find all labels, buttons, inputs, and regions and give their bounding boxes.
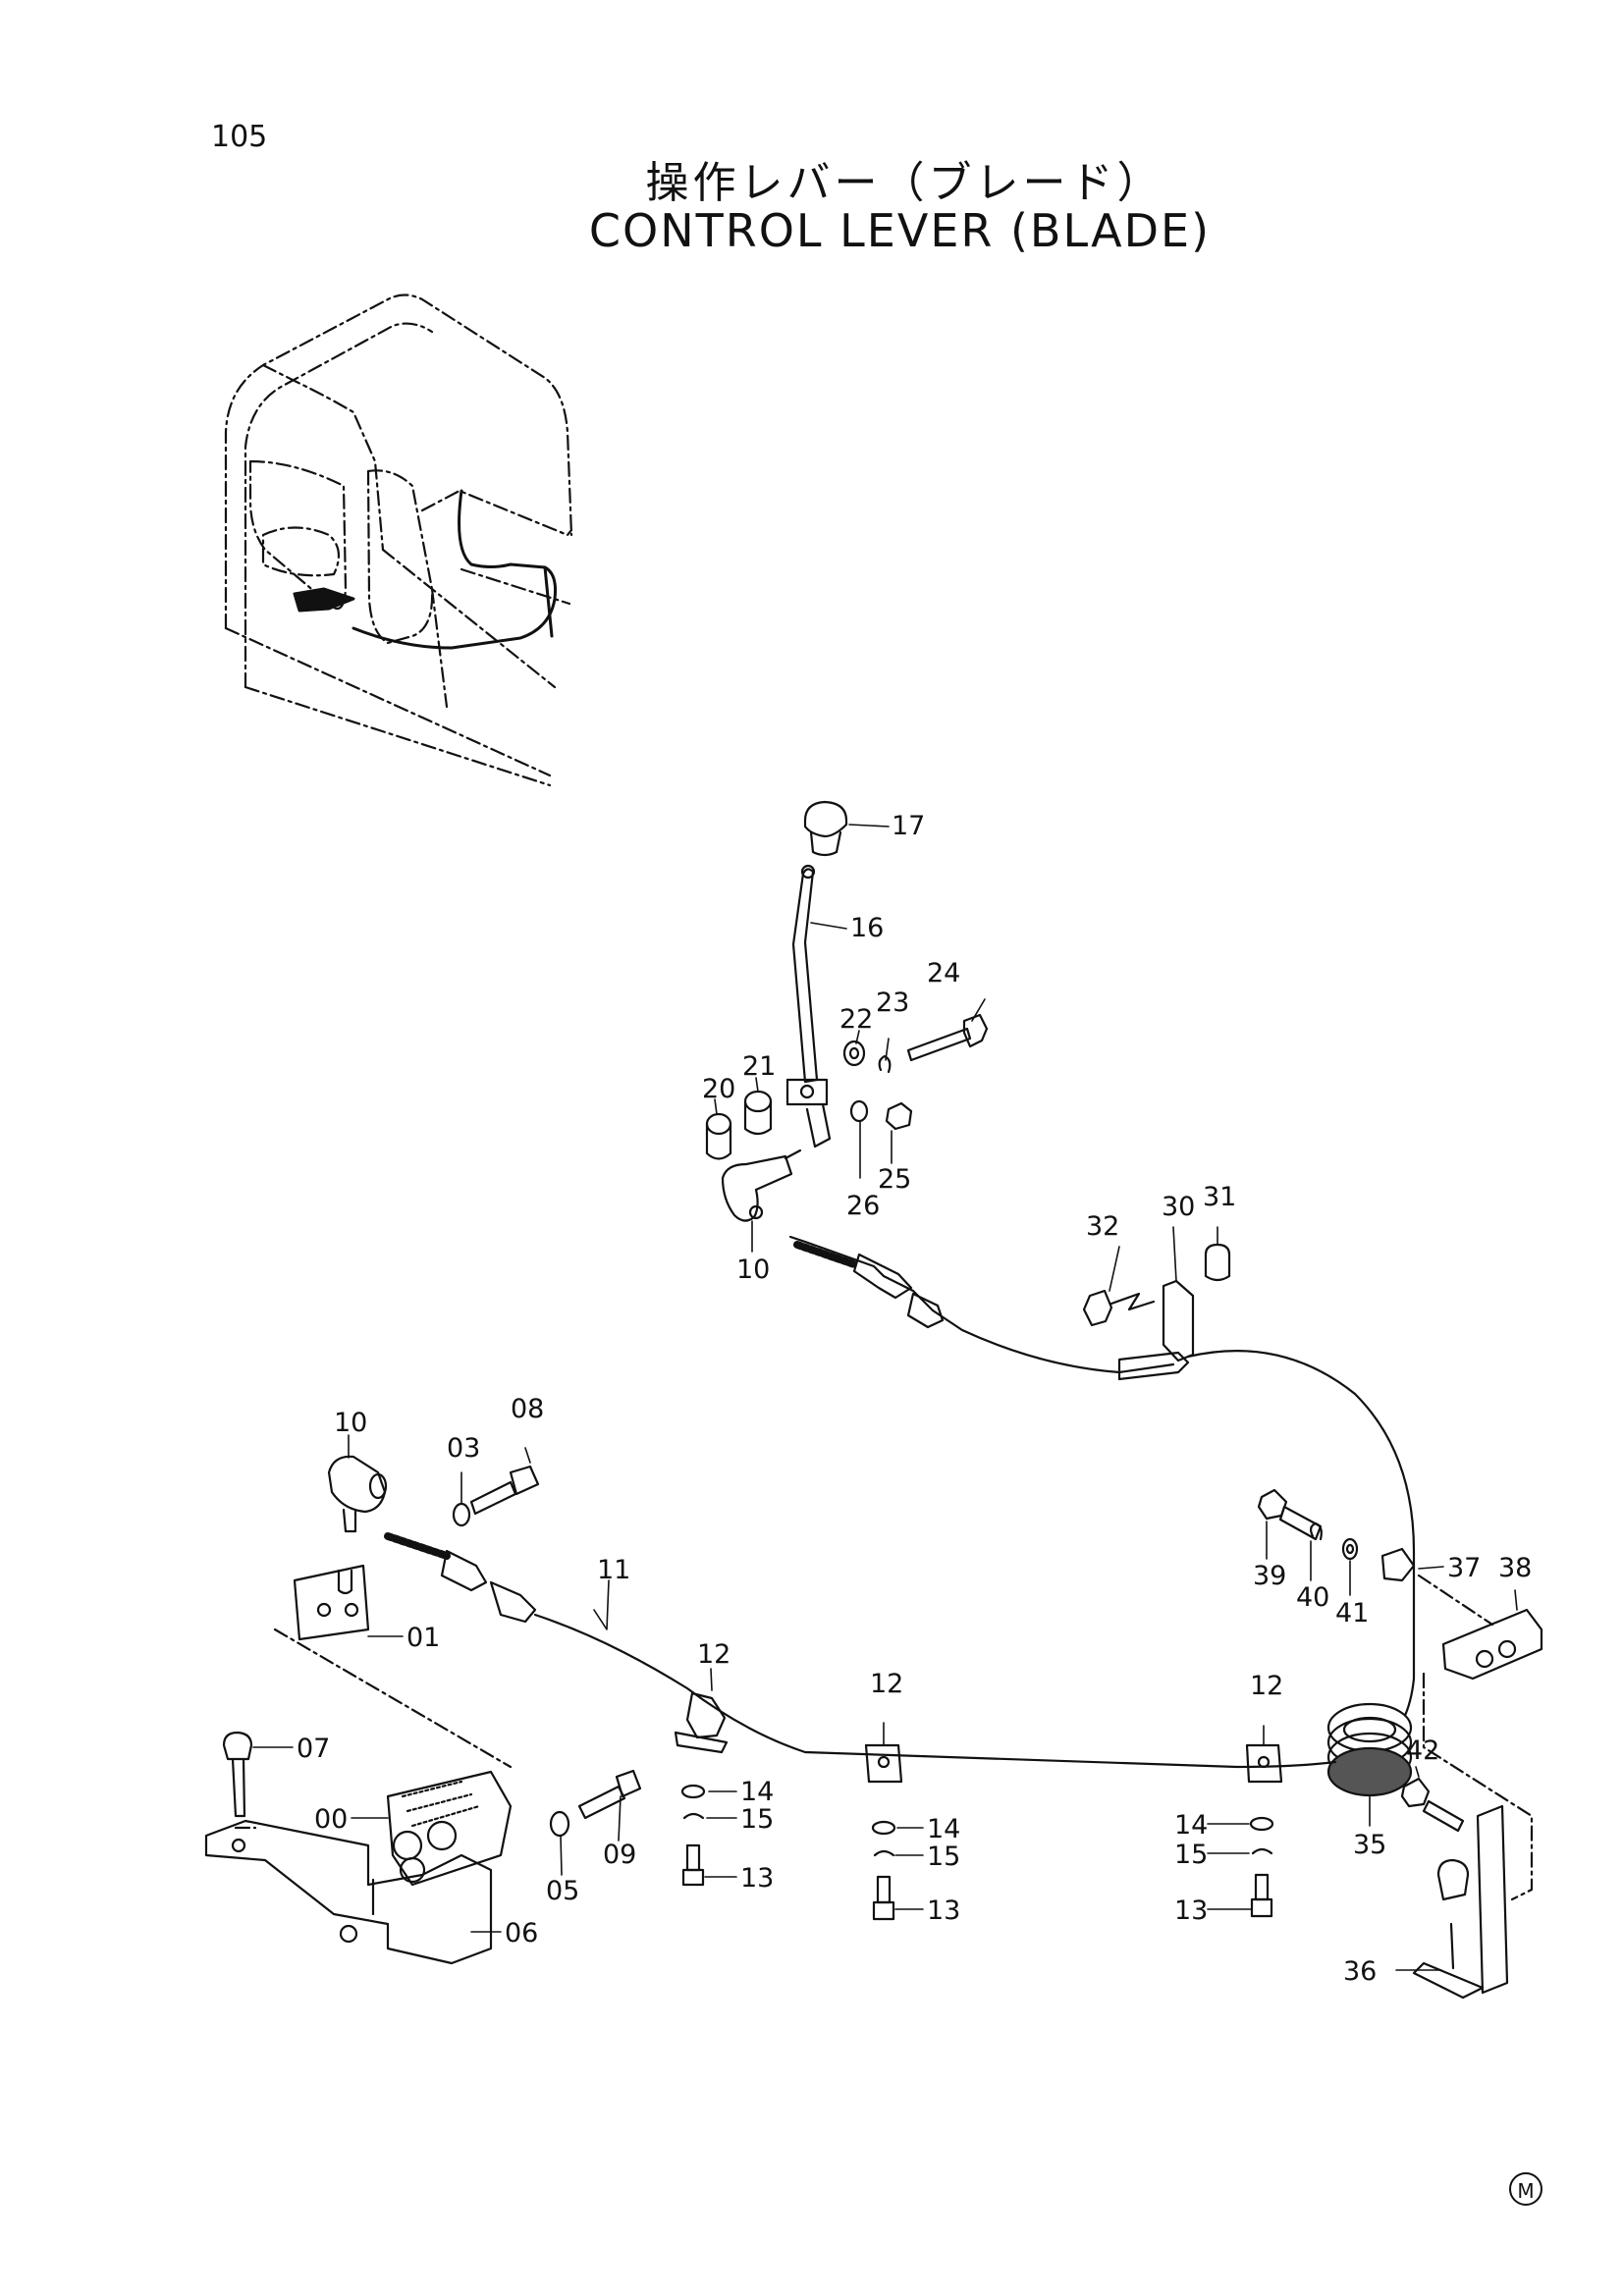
clamp-hardware xyxy=(680,1784,1274,1921)
callout-25: 25 xyxy=(878,1164,911,1195)
callout-26: 26 xyxy=(846,1191,880,1221)
callout-20: 20 xyxy=(702,1074,735,1104)
callout-23: 23 xyxy=(876,988,909,1018)
lever-base-block xyxy=(785,1078,832,1148)
cable-connector-00 xyxy=(386,1770,513,1887)
callout-13: 13 xyxy=(927,1896,960,1926)
lower-cable xyxy=(384,1532,1337,1769)
corner-mark: M xyxy=(1509,2172,1542,2206)
lever-knob xyxy=(803,800,848,857)
plate-01 xyxy=(273,1564,513,1769)
callout-09: 09 xyxy=(603,1840,636,1870)
lever-pin-ball xyxy=(721,1148,802,1222)
coil-35 xyxy=(1326,1702,1413,1797)
callout-15: 15 xyxy=(1174,1840,1208,1870)
callout-14: 14 xyxy=(927,1814,960,1844)
callout-38: 38 xyxy=(1498,1553,1532,1583)
callout-39: 39 xyxy=(1253,1561,1286,1591)
leader-lines xyxy=(252,824,1518,1971)
callout-08: 08 xyxy=(511,1394,544,1424)
callout-labels: 17 16 24 23 22 21 20 25 26 10 32 30 31 1… xyxy=(297,811,1532,1987)
callout-14: 14 xyxy=(1174,1810,1208,1841)
callout-14: 14 xyxy=(740,1777,774,1807)
callout-36: 36 xyxy=(1343,1956,1377,1987)
callout-01: 01 xyxy=(406,1623,440,1653)
callout-30: 30 xyxy=(1162,1192,1195,1222)
callout-32: 32 xyxy=(1086,1211,1119,1242)
callout-16: 16 xyxy=(850,913,884,943)
callout-00: 00 xyxy=(314,1804,348,1835)
callout-31: 31 xyxy=(1203,1182,1236,1212)
callout-06: 06 xyxy=(505,1918,538,1949)
callout-12: 12 xyxy=(1250,1671,1283,1701)
ball-joint-10 xyxy=(327,1455,388,1533)
callout-12: 12 xyxy=(870,1669,903,1699)
callout-21: 21 xyxy=(742,1051,776,1082)
callout-17: 17 xyxy=(892,811,925,841)
bushings-20-21 xyxy=(705,1090,773,1160)
callout-11: 11 xyxy=(597,1555,630,1585)
callout-15: 15 xyxy=(740,1804,774,1835)
bracket-37-38 xyxy=(1380,1547,1543,1681)
callout-12: 12 xyxy=(697,1639,730,1670)
callout-13: 13 xyxy=(740,1863,774,1894)
washers-bolt-24 xyxy=(842,1013,989,1131)
lever-rod xyxy=(791,864,819,1084)
upper-cable xyxy=(788,1235,1416,1749)
base-bracket-06 xyxy=(204,1819,493,1965)
callout-40: 40 xyxy=(1296,1582,1329,1613)
hardware-39-40-41-42 xyxy=(1257,1488,1359,1561)
callout-35: 35 xyxy=(1353,1830,1386,1860)
callout-13: 13 xyxy=(1174,1896,1208,1926)
cable-clamps-12 xyxy=(674,1691,1283,1784)
callout-10: 10 xyxy=(736,1255,770,1285)
callout-22: 22 xyxy=(839,1004,873,1035)
bracket-36 xyxy=(1400,1672,1534,2000)
callout-24: 24 xyxy=(927,958,960,988)
callout-07: 07 xyxy=(297,1734,330,1764)
callout-42: 42 xyxy=(1406,1735,1439,1766)
callout-41: 41 xyxy=(1335,1598,1369,1629)
callout-03: 03 xyxy=(447,1433,480,1464)
callout-37: 37 xyxy=(1447,1553,1481,1583)
callout-05: 05 xyxy=(546,1876,579,1906)
callout-10: 10 xyxy=(334,1408,367,1438)
title-japanese: 操作レバー（ブレード） xyxy=(645,158,1164,208)
cab-overview xyxy=(224,294,573,787)
page-number: 105 xyxy=(211,120,268,154)
callout-15: 15 xyxy=(927,1842,960,1872)
cab-cable-harness xyxy=(293,489,557,650)
clamp-30-31-32 xyxy=(1082,1243,1231,1362)
title-english: CONTROL LEVER (BLADE) xyxy=(588,204,1212,257)
